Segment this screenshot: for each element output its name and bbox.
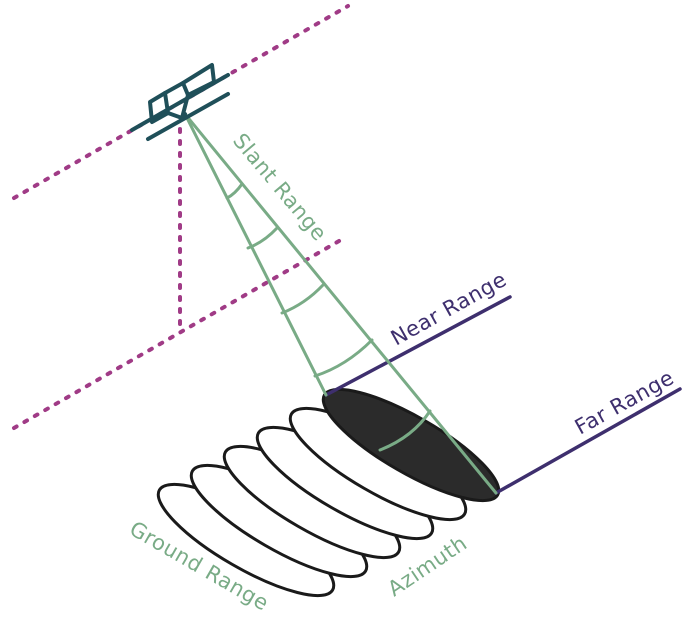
- satellite-icon: [130, 63, 230, 141]
- radar-beam: [183, 112, 498, 495]
- beam-edge-far: [183, 112, 498, 495]
- range-arc-2: [246, 226, 279, 250]
- near-range-line: [324, 295, 512, 397]
- range-arc-4: [313, 338, 374, 378]
- far-range-label: Far Range: [571, 365, 678, 439]
- ground-footprints: [156, 406, 468, 598]
- beam-edge-near: [183, 112, 328, 397]
- near-range-label: Near Range: [387, 267, 511, 350]
- range-arc-1: [225, 182, 244, 200]
- flight-path-lower: [12, 235, 348, 430]
- range-lines: [324, 295, 682, 495]
- range-arc-3: [280, 283, 325, 315]
- range-arc-5: [378, 409, 432, 452]
- far-range-line: [494, 387, 682, 495]
